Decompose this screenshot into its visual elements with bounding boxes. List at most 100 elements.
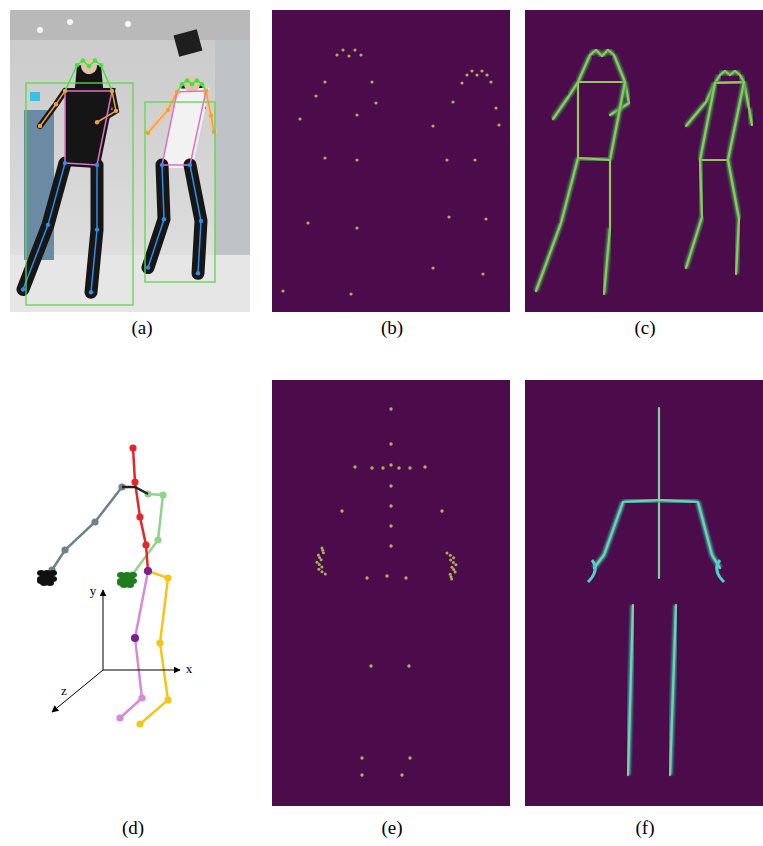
pose-bone [48,163,65,225]
bone [52,487,122,570]
heatmap-dot [489,80,492,83]
heatmap-dot [465,73,468,76]
keypoint [166,108,170,112]
keypoint [185,78,189,82]
hand-dot [324,573,327,576]
limb-glow [536,223,561,291]
limb-line [686,217,702,268]
limb-glow [610,82,625,160]
hand-dot [454,563,457,566]
keypoint [190,82,194,86]
keypoint [63,89,67,93]
joint [129,444,136,451]
hand-curve [588,560,595,582]
keypoint [188,163,192,167]
limb-glow [728,160,739,219]
keypoint [21,287,25,291]
pose-bone [65,65,77,91]
heatmap-dot [484,217,487,220]
pose-bone [65,163,97,165]
ceiling [10,10,250,40]
limb-line [736,219,739,274]
limb-glow [578,80,625,85]
axis-label: x [186,662,193,675]
pose-bone [91,230,97,293]
panel-label: (d) [122,818,144,837]
heatmap-dot [360,773,363,776]
heatmap-dot [385,574,388,577]
limb-line [728,160,739,219]
joint [154,536,161,543]
heatmap-dot [370,466,373,469]
limb-line [659,500,698,502]
hand-dot [317,568,320,571]
keypoint [160,163,164,167]
heatmap-dot [365,576,368,579]
axis-label: z [61,684,67,697]
joint [156,639,163,646]
joint [131,634,139,642]
limb-glow [700,83,715,160]
bone [133,448,148,571]
heatmap-panel [525,380,763,806]
heatmap-dot [494,106,497,109]
panel-label: (f) [636,818,655,837]
limb-line [594,502,623,568]
keypoint [162,217,166,221]
axis-line [103,670,180,671]
pose-bone [56,91,65,104]
joint [142,541,149,548]
bounding-box [145,102,215,282]
keypoint [95,163,99,167]
keypoint [195,78,199,82]
arm [206,91,214,132]
keypoint [89,290,93,294]
limb-line [602,50,608,56]
keypoint [196,271,200,275]
hand-dot [454,570,457,573]
pose-skeleton [146,78,216,275]
hand-dot [452,556,455,559]
heatmap-dot [355,226,358,229]
pose-bone [190,165,201,221]
heatmap-dot [389,544,392,547]
bounding-box [26,83,133,305]
pose-bone [198,221,201,273]
hand-dot [320,570,323,573]
limb-line [700,160,702,217]
pose-bone [65,90,112,92]
limb-glow [608,160,613,228]
limb-glow [700,158,728,163]
limb-glow [657,408,662,500]
keypoint [87,64,91,68]
hand-dot [320,558,323,561]
limb-glow [578,55,590,82]
pose-bone [101,65,112,91]
heatmap-dot [314,94,317,97]
ceiling-light [125,21,131,27]
heatmap-panel [272,10,510,312]
limb-line [658,500,660,578]
joint [144,567,151,574]
panel-label: (a) [131,318,152,337]
hand-dot [450,578,453,581]
heatmap-dot [497,123,500,126]
limb-line [686,102,706,126]
hand-dot [446,552,449,555]
keypoint [75,63,79,67]
keypoint [99,63,103,67]
joint [136,720,143,727]
heatmap-dot [374,101,377,104]
joint [159,491,166,498]
axis-line [52,670,103,712]
limb-glow [686,217,702,268]
axis-label: y [90,584,97,597]
heatmap-dot [369,664,372,667]
panel-label: (b) [381,318,403,337]
pose-bone [148,110,168,133]
body-keypoints [316,407,458,776]
hand-dot [318,563,321,566]
hand-cluster [46,580,54,586]
pose-bone [112,91,116,111]
heatmap-dot [389,463,392,466]
